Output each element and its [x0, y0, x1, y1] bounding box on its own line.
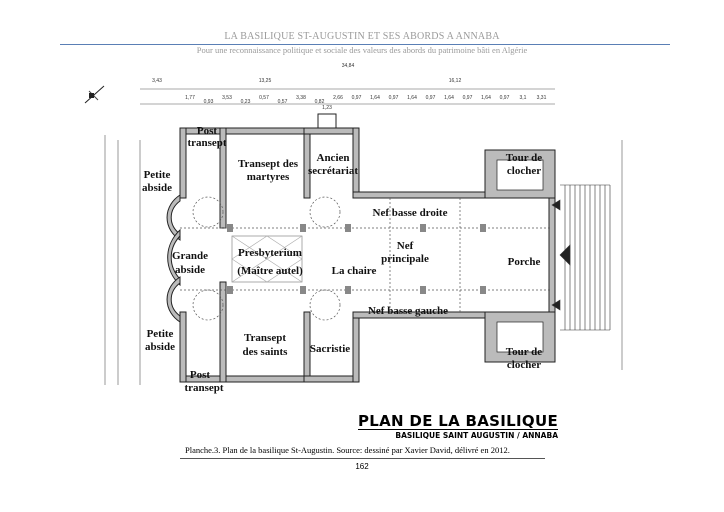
dimension-value: 3,31	[537, 95, 547, 101]
dimension-value: 0,82	[315, 99, 325, 105]
label-nef-basse-gauche: Nef basse gauche	[368, 305, 448, 317]
dim-1: 3,43	[152, 78, 162, 84]
plan-title: PLAN DE LA BASILIQUE	[358, 412, 558, 430]
label-la-chaire: La chaire	[332, 265, 377, 277]
dimension-value: 3,53	[222, 95, 232, 101]
dimension-value: 2,66	[333, 95, 343, 101]
header-rule	[60, 44, 670, 45]
label-nef-basse-droite: Nef basse droite	[373, 207, 448, 219]
caption-rule	[180, 458, 545, 459]
dimension-row: 1,77 0,93 3,53 0,23 0,57 0,57 3,38 0,82 2,66 0,97…	[185, 95, 546, 105]
dimension-value: 0,97	[463, 95, 473, 101]
page-number: 162	[355, 462, 369, 471]
north-arrow-icon	[84, 85, 105, 104]
title-rule	[358, 429, 558, 430]
dim-total: 34,84	[342, 63, 355, 69]
dimension-value: 0,57	[259, 95, 269, 101]
dimension-value: 1,64	[481, 95, 491, 101]
dimension-value: 0,93	[204, 99, 214, 105]
dimension-value: 0,57	[278, 99, 288, 105]
dimension-value: 1,77	[185, 95, 195, 101]
dimension-value: 0,97	[389, 95, 399, 101]
running-header-title: LA BASILIQUE ST-AUGUSTIN ET SES ABORDS A…	[224, 31, 500, 42]
dimension-value: 3,1	[520, 95, 527, 101]
walls	[179, 113, 556, 383]
dim-2: 13,25	[259, 78, 272, 84]
columns-and-axes	[180, 196, 550, 321]
label-porche: Porche	[508, 256, 541, 268]
running-header-subtitle: Pour une reconnaissance politique et soc…	[196, 45, 528, 55]
dimension-value: 3,38	[296, 95, 306, 101]
dimension-value: 0,97	[352, 95, 362, 101]
label-presbyterium: Presbyterium(Maître autel)	[237, 247, 303, 277]
dimension-value: 0,97	[426, 95, 436, 101]
dimension-lines	[104, 88, 623, 385]
plan-subtitle: BASILIQUE SAINT AUGUSTIN / ANNABA	[395, 431, 558, 440]
dimension-value: 1,64	[370, 95, 380, 101]
dim-3: 16,12	[449, 78, 462, 84]
dimension-value: 1,64	[444, 95, 454, 101]
dim-small: 1,23	[322, 105, 332, 111]
dimension-value: 1,64	[407, 95, 417, 101]
dimension-value: 0,23	[241, 99, 251, 105]
figure-caption: Planche.3. Plan de la basilique St-Augus…	[185, 445, 510, 455]
label-sacristie: Sacristie	[310, 343, 350, 355]
dimension-value: 0,97	[500, 95, 510, 101]
porch-steps	[551, 184, 611, 331]
